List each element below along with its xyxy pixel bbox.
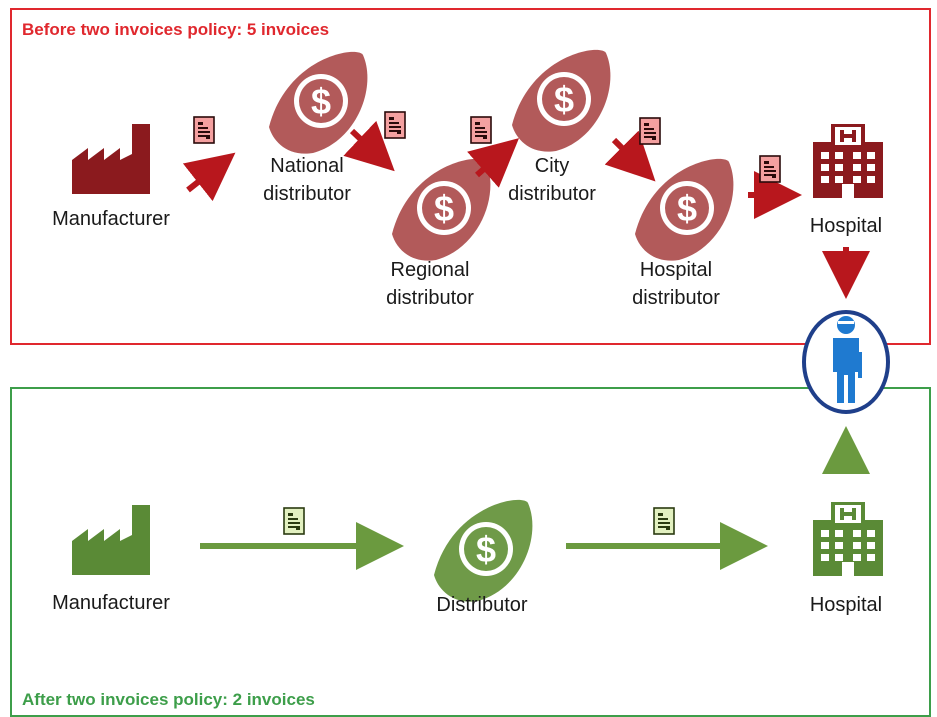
- flow-arrow: [467, 138, 520, 188]
- hospital-icon: [813, 124, 883, 198]
- regional-distributor-label: Regional distributor: [386, 259, 474, 309]
- before-policy-title: Before two invoices policy: 5 invoices: [22, 20, 330, 39]
- national-distributor-label: National distributor: [263, 155, 351, 205]
- after-policy-title: After two invoices policy: 2 invoices: [22, 690, 315, 709]
- factory-icon: [72, 505, 150, 575]
- before-policy-panel: [10, 8, 931, 345]
- flow-arrow: [343, 120, 395, 172]
- after-hospital-label: Hospital: [809, 594, 883, 616]
- city-distributor-label: City distributor: [508, 155, 596, 205]
- dollar-hand-icon: [269, 51, 368, 154]
- invoice-icon: [639, 117, 661, 145]
- distributor-label: Distributor: [436, 594, 528, 616]
- flow-arrow: [182, 152, 236, 202]
- flow-arrow: [604, 130, 656, 182]
- before-manufacturer-label: Manufacturer: [52, 208, 170, 230]
- invoice-icon: [193, 116, 215, 144]
- invoice-icon: [470, 116, 492, 144]
- before-hospital-label: Hospital: [809, 215, 883, 237]
- dollar-hand-icon: [434, 499, 533, 602]
- hospital-icon: [813, 502, 883, 576]
- invoice-icon: [653, 507, 675, 535]
- dollar-hand-icon: [512, 49, 611, 152]
- after-manufacturer-label: Manufacturer: [52, 592, 170, 614]
- dollar-hand-icon: [392, 158, 491, 261]
- invoice-icon: [759, 155, 781, 183]
- factory-icon: [72, 124, 150, 194]
- dollar-hand-icon: [635, 158, 734, 261]
- invoice-icon: [283, 507, 305, 535]
- patient-icon: [802, 310, 890, 414]
- invoice-icon: [384, 111, 406, 139]
- hospital-distributor-label: Hospital distributor: [632, 259, 720, 309]
